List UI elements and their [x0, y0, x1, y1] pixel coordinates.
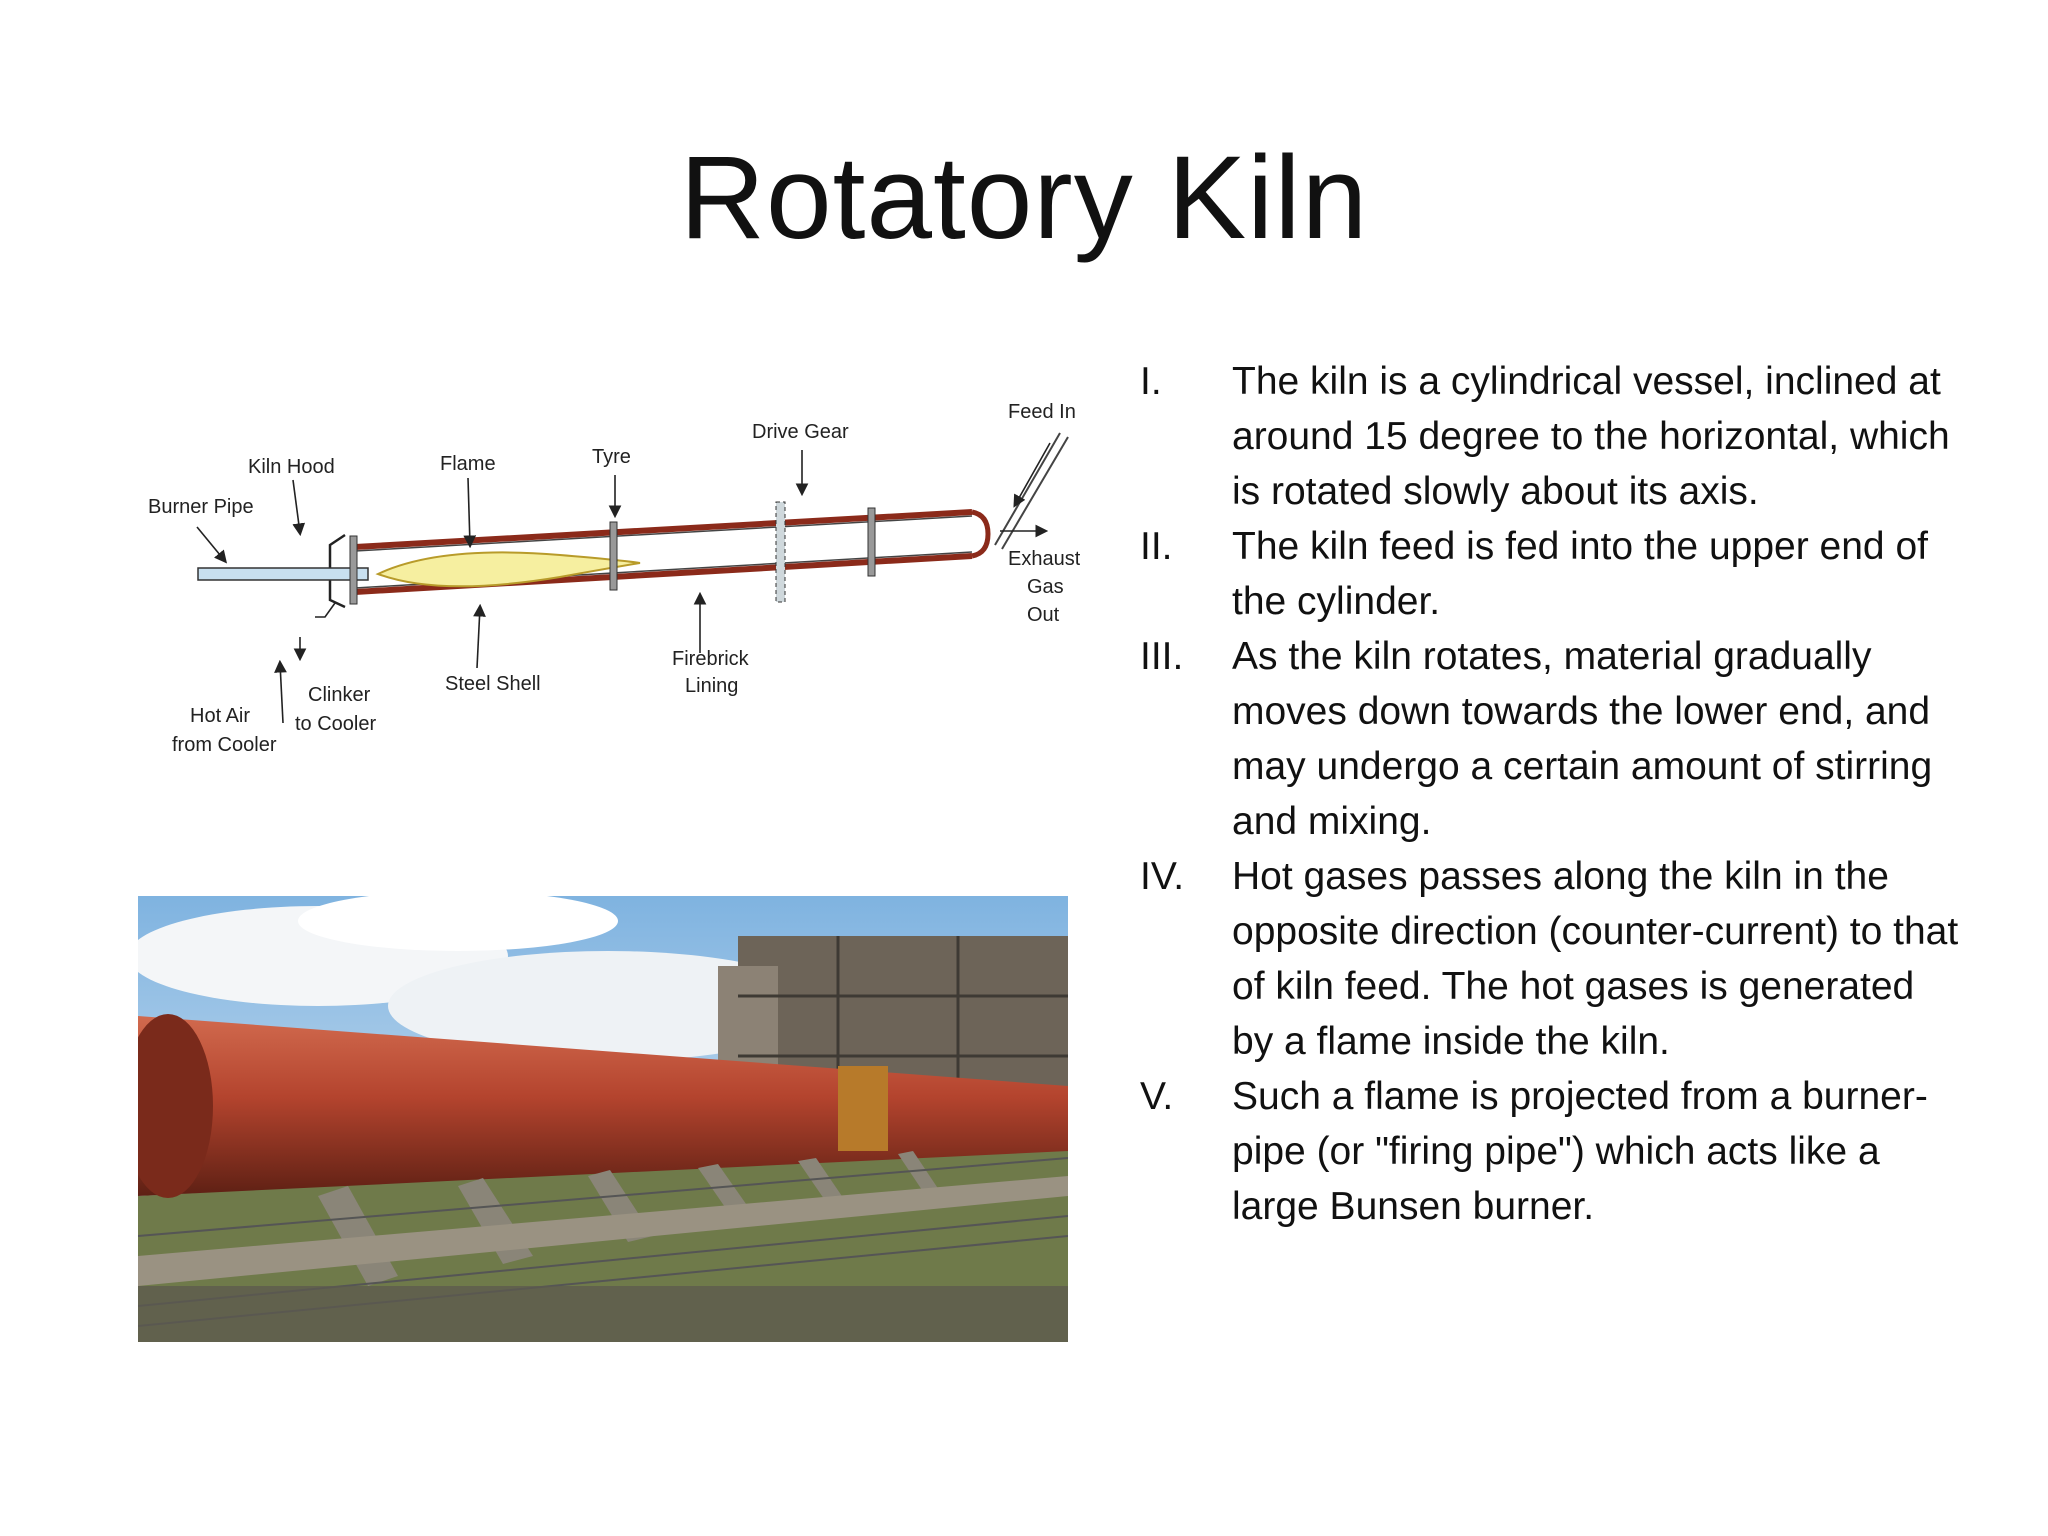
- label-exhaust-2: Gas: [1027, 576, 1064, 598]
- label-tyre: Tyre: [592, 446, 631, 468]
- list-item-number: IV.: [1140, 855, 1185, 898]
- label-hot-air-1: Hot Air: [190, 705, 250, 727]
- list-item: V. Such a flame is projected from a burn…: [1140, 1069, 1960, 1234]
- kiln-diagram-svg: Feed In Drive Gear Tyre Flame Kiln Hood …: [148, 401, 1080, 756]
- label-drive-gear: Drive Gear: [752, 421, 849, 443]
- kiln-photo: [138, 896, 1068, 1342]
- list-item: IV. Hot gases passes along the kiln in th…: [1140, 849, 1960, 1069]
- label-burner-pipe: Burner Pipe: [148, 496, 254, 518]
- label-clinker-2: to Cooler: [295, 713, 376, 735]
- label-firebrick-1: Firebrick: [672, 648, 750, 670]
- label-steel-shell: Steel Shell: [445, 673, 541, 695]
- tyre-2: [609, 521, 618, 591]
- list-item: III. As the kiln rotates, material gradu…: [1140, 629, 1960, 849]
- label-exhaust-3: Out: [1027, 604, 1060, 626]
- label-firebrick-2: Lining: [685, 675, 738, 697]
- list-item-text: Such a flame is projected from a burner-…: [1232, 1075, 1928, 1228]
- list-item-text: As the kiln rotates, material gradually …: [1232, 635, 1933, 843]
- label-kiln-hood: Kiln Hood: [248, 456, 335, 478]
- drive-gear: [775, 501, 786, 603]
- label-hot-air-2: from Cooler: [172, 734, 277, 756]
- list-item-text: The kiln is a cylindrical vessel, inclin…: [1232, 360, 1950, 513]
- list-item: I. The kiln is a cylindrical vessel, incl…: [1140, 354, 1960, 519]
- tyre-1: [349, 535, 358, 605]
- slide-title: Rotatory Kiln: [679, 132, 1369, 264]
- kiln-facts-list: I. The kiln is a cylindrical vessel, incl…: [1140, 354, 1960, 1234]
- burner-pipe: [197, 567, 369, 581]
- label-exhaust-1: Exhaust: [1008, 548, 1080, 570]
- label-clinker-1: Clinker: [308, 684, 371, 706]
- list-item-text: Hot gases passes along the kiln in the o…: [1232, 855, 1959, 1063]
- label-feed-in: Feed In: [1008, 401, 1076, 423]
- list-item-number: V.: [1140, 1075, 1174, 1118]
- list-item: II. The kiln feed is fed into the upper e…: [1140, 519, 1960, 629]
- flame: [375, 551, 641, 588]
- kiln-diagram: Feed In Drive Gear Tyre Flame Kiln Hood …: [140, 385, 1080, 795]
- list-item-number: III.: [1140, 635, 1184, 678]
- kiln-photo-svg: [138, 896, 1068, 1342]
- tyre-3: [867, 507, 876, 577]
- list-item-number: II.: [1140, 525, 1173, 568]
- label-flame: Flame: [440, 453, 496, 475]
- list-item-text: The kiln feed is fed into the upper end …: [1232, 525, 1928, 623]
- list-item-number: I.: [1140, 360, 1162, 403]
